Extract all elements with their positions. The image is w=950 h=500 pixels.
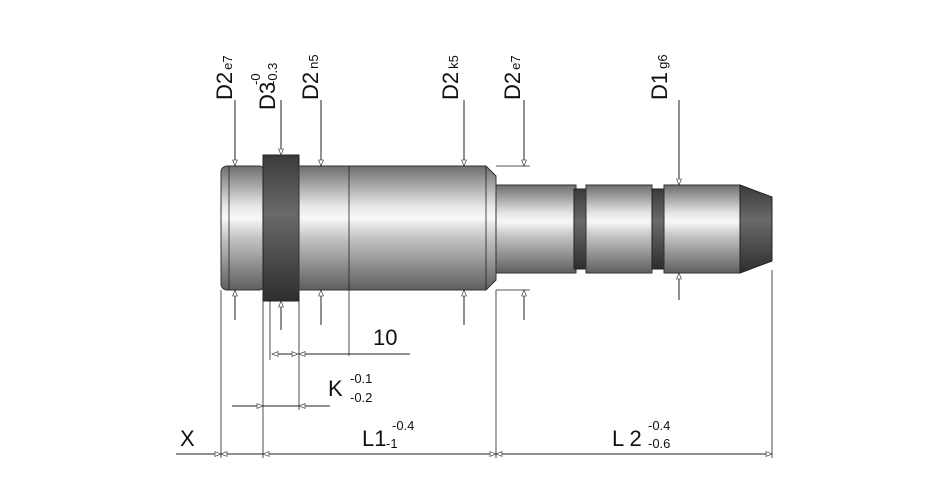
dimension-k: K -0.1 -0.2 [232,371,372,409]
dimension-x-l1-l2: X L1 -0.4 -1 L 2 -0.4 -0.6 [176,418,773,457]
groove-2 [651,188,665,270]
dim-x-label: X [180,426,195,451]
groove-1 [573,188,587,270]
dim-l2-label: L 2 [612,426,642,451]
dim-k-label: K [328,376,343,401]
svg-text:D2e7: D2e7 [500,55,525,100]
label-d1-g6: D1g6 [647,54,672,100]
label-d2-k5: D2k5 [438,55,463,100]
label-d2-e7-right: D2e7 [500,55,525,100]
label-d2-e7-left: D2e7 [212,55,237,100]
svg-text:-0.3: -0.3 [265,63,280,85]
dim-l1-upper: -0.4 [392,418,414,433]
dim-10-label: 10 [373,325,397,350]
svg-text:D3: D3 [255,82,280,110]
dim-k-upper: -0.1 [350,371,372,386]
dim-l1-label: L1 [362,426,386,451]
tip-section [585,184,653,274]
collar [262,154,300,302]
chamfered-point [739,184,773,274]
punch-part [220,154,773,302]
svg-text:-0: -0 [248,73,263,85]
label-d2-n5: D2n5 [298,54,323,100]
tip-end-section [663,184,741,274]
dim-k-lower: -0.2 [350,390,372,405]
dimension-10: 10 [271,325,410,357]
shank [495,184,577,274]
svg-text:D2n5: D2n5 [298,54,323,100]
dim-l1-lower: -1 [386,436,398,451]
label-d3: D3 -0 -0.3 [248,63,280,110]
svg-text:D1g6: D1g6 [647,54,672,100]
head-section [220,165,266,291]
svg-text:D2k5: D2k5 [438,55,463,100]
diameter-arrows [232,100,682,330]
svg-text:D2e7: D2e7 [212,55,237,100]
dim-l2-lower: -0.6 [648,436,670,451]
extension-lines [220,270,773,458]
dim-l2-upper: -0.4 [648,418,670,433]
main-body [298,165,497,291]
